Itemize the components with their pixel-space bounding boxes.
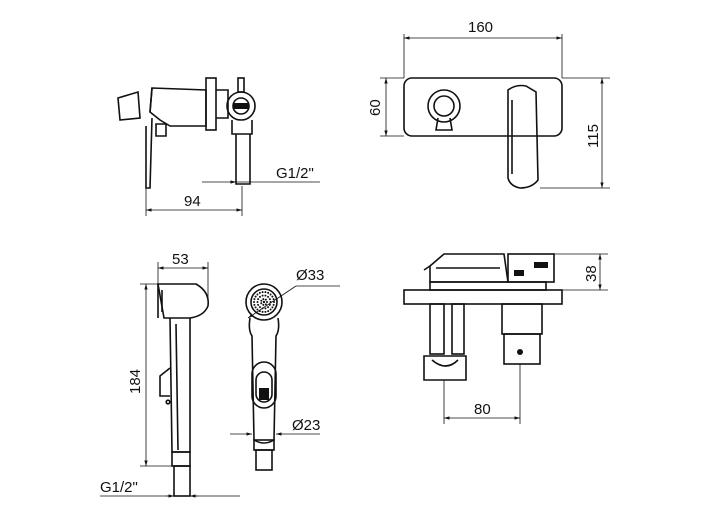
dim-spacing-80: 80 bbox=[443, 364, 521, 424]
nozzle-dot bbox=[267, 310, 270, 313]
nozzle-dot bbox=[261, 291, 264, 294]
nozzle-dot bbox=[264, 303, 267, 306]
spray-nozzles bbox=[253, 291, 275, 313]
nozzle-dot bbox=[256, 301, 259, 303]
nozzle-dot bbox=[271, 295, 274, 298]
dim-height-60: 60 bbox=[367, 77, 404, 137]
dim-dia-33: Ø33 bbox=[247, 267, 340, 319]
dia-23-label: Ø23 bbox=[292, 417, 320, 434]
nozzle-dot bbox=[272, 298, 275, 301]
nozzle-dot bbox=[254, 295, 257, 298]
nozzle-dot bbox=[268, 303, 271, 306]
dia-33-label: Ø33 bbox=[296, 267, 324, 284]
width-53-label: 53 bbox=[172, 251, 189, 268]
thread-side-label: G1/2" bbox=[276, 165, 314, 182]
nozzle-dot bbox=[267, 306, 270, 309]
dim-thread-side: G1/2" bbox=[202, 165, 320, 184]
nozzle-dot bbox=[264, 298, 267, 301]
hand-shower-front-view bbox=[245, 283, 283, 471]
height-38-label: 38 bbox=[583, 265, 600, 282]
nozzle-dot bbox=[268, 298, 271, 301]
nozzle-dot bbox=[258, 306, 261, 309]
hand-shower-side-view bbox=[157, 283, 210, 497]
nozzle-dot bbox=[253, 298, 256, 301]
nozzle-dot bbox=[266, 301, 268, 303]
thread-bottom-label: G1/2" bbox=[100, 479, 138, 496]
nozzle-dot bbox=[256, 308, 259, 311]
nozzle-dot bbox=[264, 307, 267, 310]
dim-thread-bottom: G1/2" bbox=[100, 479, 240, 498]
nozzle-dot bbox=[253, 303, 256, 306]
nozzle-dot bbox=[254, 306, 257, 309]
nozzle-dot bbox=[264, 294, 267, 297]
mixer-side-view bbox=[117, 77, 256, 189]
nozzle-dot bbox=[272, 303, 275, 306]
height-60-label: 60 bbox=[367, 99, 384, 116]
nozzle-dot bbox=[260, 299, 263, 302]
nozzle-dot bbox=[267, 295, 270, 298]
nozzle-dot bbox=[269, 293, 272, 296]
nozzle-dot bbox=[253, 301, 255, 303]
dim-height-115: 115 bbox=[540, 77, 610, 189]
nozzle-dot bbox=[260, 302, 263, 305]
nozzle-dot bbox=[264, 310, 267, 313]
nozzle-dot bbox=[261, 294, 264, 297]
dim-depth-94: 94 bbox=[145, 186, 243, 216]
nozzle-dot bbox=[257, 298, 260, 301]
dim-height-38: 38 bbox=[554, 253, 608, 291]
nozzle-dot bbox=[262, 298, 265, 301]
nozzle-dot bbox=[258, 295, 261, 298]
height-115-label: 115 bbox=[585, 124, 602, 148]
dim-length-184: 184 bbox=[127, 283, 174, 467]
depth-94-label: 94 bbox=[184, 193, 201, 210]
nozzle-dot bbox=[262, 303, 265, 306]
nozzle-dot bbox=[267, 291, 270, 294]
dim-width-160: 160 bbox=[403, 19, 563, 78]
nozzle-dot bbox=[269, 308, 272, 311]
nozzle-dot bbox=[258, 291, 261, 294]
dim-width-53: 53 bbox=[157, 251, 209, 304]
width-160-label: 160 bbox=[468, 19, 493, 36]
mixer-front-view bbox=[403, 77, 563, 189]
mixer-top-view bbox=[403, 253, 563, 381]
spacing-80-label: 80 bbox=[474, 401, 491, 418]
nozzle-dot bbox=[261, 310, 264, 313]
nozzle-dot bbox=[264, 291, 267, 294]
nozzle-dot bbox=[257, 303, 260, 306]
length-184-label: 184 bbox=[127, 369, 144, 394]
dim-dia-23: Ø23 bbox=[230, 417, 320, 436]
nozzle-dot bbox=[262, 300, 266, 304]
nozzle-dot bbox=[273, 301, 275, 303]
nozzle-dot bbox=[256, 293, 259, 296]
nozzle-dot bbox=[271, 306, 274, 309]
